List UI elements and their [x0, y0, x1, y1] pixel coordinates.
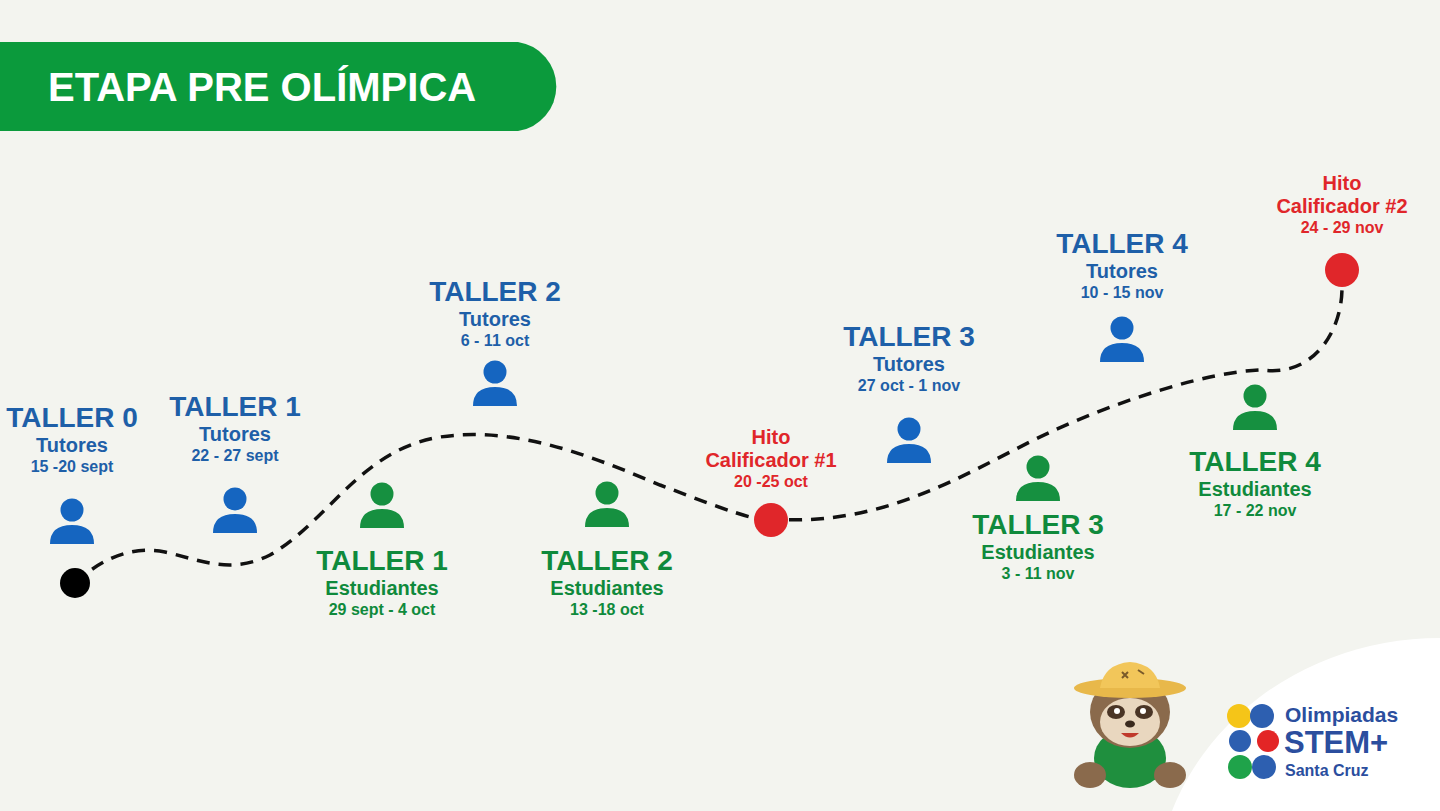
workshop-node: TALLER 2Tutores6 - 11 oct — [427, 277, 563, 406]
title-text: ETAPA PRE OLÍMPICA — [48, 64, 476, 110]
text-group: TALLER 3Estudiantes3 - 11 nov — [972, 510, 1104, 585]
workshop-title: TALLER 2 — [541, 546, 673, 577]
audience-label: Estudiantes — [981, 541, 1094, 564]
text-group: Hito Calificador #120 -25 oct — [699, 426, 843, 493]
workshop-node: TALLER 3Estudiantes3 - 11 nov — [970, 455, 1106, 585]
date-range: 10 - 15 nov — [1081, 283, 1164, 304]
workshop-title: TALLER 3 — [972, 510, 1104, 541]
audience-label: Estudiantes — [325, 577, 438, 600]
person-icon — [885, 417, 933, 463]
person-icon — [211, 487, 259, 533]
audience-label: Tutores — [459, 308, 531, 331]
audience-label: Estudiantes — [550, 577, 663, 600]
workshop-node: TALLER 4Estudiantes17 - 22 nov — [1187, 384, 1323, 522]
date-range: 3 - 11 nov — [1002, 564, 1075, 585]
text-group: TALLER 2Estudiantes13 -18 oct — [541, 546, 673, 621]
milestone-dot — [753, 502, 789, 538]
person-icon — [358, 482, 406, 528]
text-group: TALLER 4Estudiantes17 - 22 nov — [1189, 447, 1321, 522]
text-group: TALLER 1Estudiantes29 sept - 4 oct — [316, 546, 448, 621]
workshop-title: TALLER 1 — [169, 392, 301, 423]
workshop-title: TALLER 0 — [6, 403, 138, 434]
milestone-title: Hito Calificador #1 — [699, 426, 843, 472]
workshop-node: TALLER 2Estudiantes13 -18 oct — [539, 481, 675, 621]
date-range: 15 -20 sept — [31, 457, 114, 478]
workshop-node: TALLER 4Tutores10 - 15 nov — [1054, 229, 1190, 362]
workshop-title: TALLER 2 — [429, 277, 561, 308]
logo-text: Santa Cruz — [1285, 762, 1369, 780]
date-range: 24 - 29 nov — [1301, 218, 1384, 239]
title-band — [0, 42, 556, 131]
date-range: 13 -18 oct — [570, 600, 644, 621]
text-group: TALLER 0Tutores15 -20 sept — [6, 403, 138, 478]
audience-label: Tutores — [36, 434, 108, 457]
workshop-node: TALLER 1Estudiantes29 sept - 4 oct — [314, 482, 450, 621]
start-dot — [60, 568, 90, 598]
workshop-title: TALLER 4 — [1189, 447, 1321, 478]
workshop-title: TALLER 1 — [316, 546, 448, 577]
logo-mark — [1227, 704, 1279, 779]
timeline-connector — [789, 288, 1342, 520]
workshop-title: TALLER 4 — [1056, 229, 1188, 260]
text-group: TALLER 4Tutores10 - 15 nov — [1056, 229, 1188, 304]
person-icon — [1098, 316, 1146, 362]
audience-label: Tutores — [873, 353, 945, 376]
milestone-dot — [1324, 252, 1360, 288]
audience-label: Tutores — [199, 423, 271, 446]
date-range: 6 - 11 oct — [461, 331, 529, 352]
workshop-node: TALLER 0Tutores15 -20 sept — [4, 403, 140, 544]
workshop-title: TALLER 3 — [843, 322, 975, 353]
workshop-node: TALLER 1Tutores22 - 27 sept — [167, 392, 303, 533]
milestone-node: Hito Calificador #120 -25 oct — [697, 426, 845, 538]
person-icon — [583, 481, 631, 527]
person-icon — [471, 360, 519, 406]
sloth-mascot — [1074, 662, 1186, 788]
logo-text: STEM+ — [1284, 726, 1388, 760]
milestone-node: Hito Calificador #224 - 29 nov — [1268, 172, 1416, 288]
audience-label: Tutores — [1086, 260, 1158, 283]
audience-label: Estudiantes — [1198, 478, 1311, 501]
person-icon — [1014, 455, 1062, 501]
text-group: Hito Calificador #224 - 29 nov — [1270, 172, 1414, 239]
text-group: TALLER 3Tutores27 oct - 1 nov — [843, 322, 975, 397]
logo-ground — [1155, 638, 1440, 811]
date-range: 17 - 22 nov — [1214, 501, 1297, 522]
date-range: 29 sept - 4 oct — [329, 600, 436, 621]
text-group: TALLER 2Tutores6 - 11 oct — [429, 277, 561, 352]
person-icon — [1231, 384, 1279, 430]
person-icon — [48, 498, 96, 544]
logo-text: Olimpiadas — [1285, 703, 1398, 726]
text-group: TALLER 1Tutores22 - 27 sept — [169, 392, 301, 467]
date-range: 22 - 27 sept — [191, 446, 278, 467]
timeline-path — [75, 435, 754, 583]
workshop-node: TALLER 3Tutores27 oct - 1 nov — [841, 322, 977, 463]
milestone-title: Hito Calificador #2 — [1270, 172, 1414, 218]
date-range: 27 oct - 1 nov — [858, 376, 960, 397]
date-range: 20 -25 oct — [734, 472, 808, 493]
